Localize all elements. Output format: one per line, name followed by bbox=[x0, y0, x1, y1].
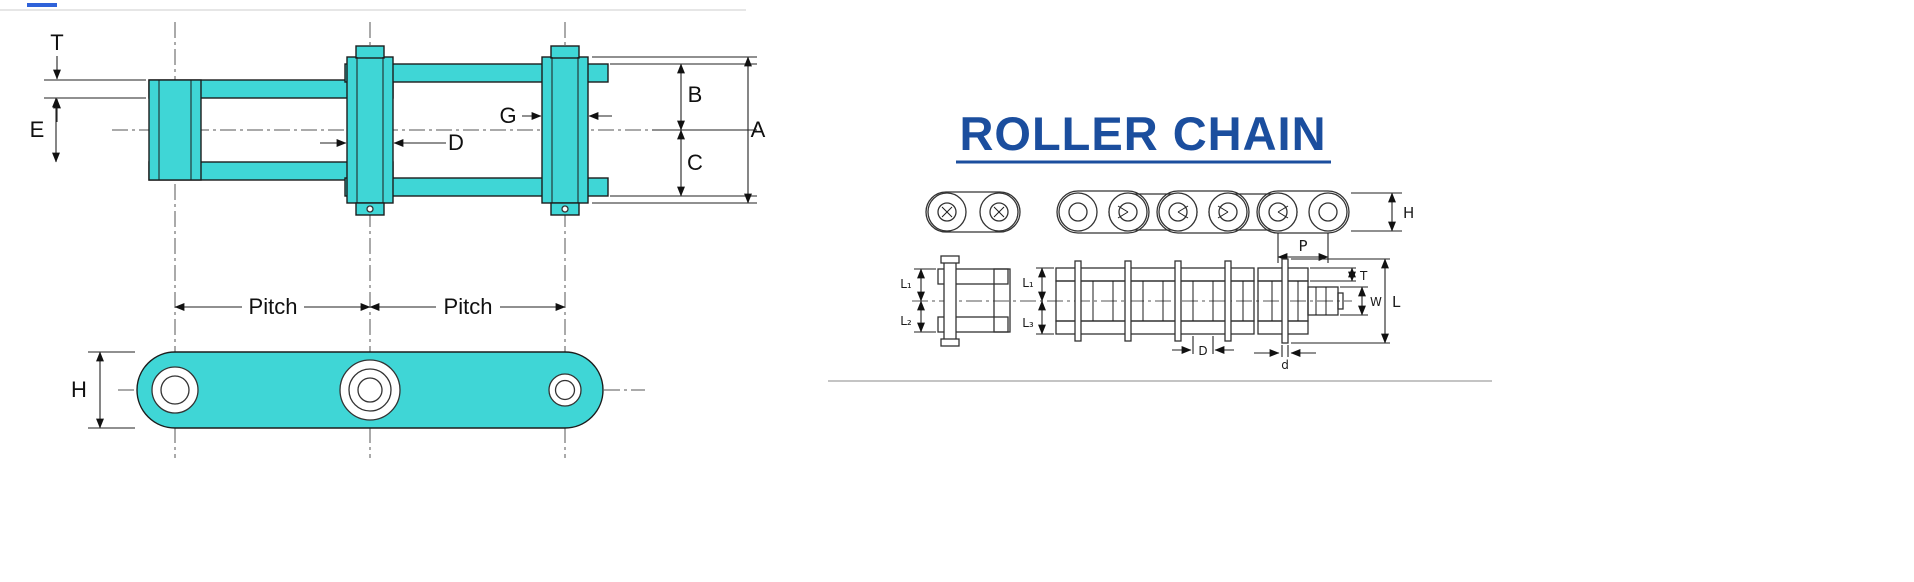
dim-label-rc-w: W bbox=[1370, 295, 1382, 309]
dim-rc-L2-connector: L₂ bbox=[900, 300, 936, 333]
dim-G: G bbox=[499, 103, 612, 128]
left-roller bbox=[148, 79, 202, 181]
dim-H: H bbox=[71, 351, 135, 429]
dim-rc-L1-chain: L₁ bbox=[1022, 267, 1054, 302]
cotter-pin bbox=[1337, 292, 1344, 310]
dim-label-rc-l1-chain: L₁ bbox=[1022, 276, 1034, 290]
dim-label-h: H bbox=[71, 377, 87, 402]
single-link-side-view bbox=[925, 191, 1021, 233]
dim-rc-P: P bbox=[1277, 233, 1329, 263]
dim-label-rc-l2-connector: L₂ bbox=[900, 314, 912, 328]
dim-label-d: D bbox=[448, 130, 464, 155]
dim-T: T bbox=[44, 30, 146, 122]
dim-rc-T: T bbox=[1310, 267, 1368, 283]
pitch-label-left: Pitch bbox=[249, 294, 298, 319]
chain-dimension-drawing: T E B C A bbox=[30, 22, 766, 458]
extension-lines-right bbox=[592, 56, 757, 204]
dim-label-rc-h: H bbox=[1403, 204, 1414, 222]
roller-chain-panel: ROLLER CHAIN bbox=[828, 107, 1492, 382]
dim-rc-H: H bbox=[1351, 192, 1414, 232]
dim-rc-L3-chain: L₃ bbox=[1022, 300, 1054, 335]
chain-strand-side-view bbox=[1056, 190, 1350, 234]
dim-label-rc-l1-connector: L₁ bbox=[900, 277, 912, 291]
middle-pin bbox=[346, 45, 394, 216]
right-pin bbox=[541, 45, 589, 216]
dim-label-e: E bbox=[30, 117, 45, 142]
chain-strand-plan-view bbox=[1055, 258, 1344, 344]
dim-rc-W: W bbox=[1340, 286, 1382, 316]
dim-D: D bbox=[320, 130, 464, 155]
dim-rc-L1-connector: L₁ bbox=[900, 268, 936, 302]
page-top-rule bbox=[0, 3, 746, 11]
dim-E: E bbox=[30, 97, 60, 163]
dim-label-t: T bbox=[50, 30, 63, 55]
dim-pitch: Pitch Pitch bbox=[174, 294, 566, 319]
dim-A: A bbox=[744, 56, 766, 204]
dim-B: B bbox=[677, 63, 703, 131]
dim-label-c: C bbox=[687, 150, 703, 175]
dim-rc-L: L bbox=[1291, 258, 1401, 344]
dim-label-g: G bbox=[499, 103, 516, 128]
dim-label-rc-t: T bbox=[1359, 269, 1368, 283]
chain-side-view bbox=[148, 45, 609, 216]
dim-label-rc-l: L bbox=[1392, 293, 1401, 311]
dim-rc-d: d bbox=[1254, 345, 1316, 372]
dim-label-b: B bbox=[688, 82, 703, 107]
dim-label-rc-d-lower: d bbox=[1281, 358, 1289, 372]
dim-rc-D: D bbox=[1172, 336, 1234, 358]
pitch-label-right: Pitch bbox=[444, 294, 493, 319]
link-plate-plan-view bbox=[136, 351, 604, 429]
dim-label-rc-d-upper: D bbox=[1198, 344, 1207, 358]
connector-link-plan-view bbox=[937, 255, 1011, 347]
roller-chain-title: ROLLER CHAIN bbox=[959, 107, 1326, 160]
dim-label-rc-p: P bbox=[1298, 237, 1307, 255]
dim-label-a: A bbox=[751, 117, 766, 142]
dim-C: C bbox=[677, 129, 703, 197]
dim-label-rc-l3-chain: L₃ bbox=[1022, 316, 1034, 330]
